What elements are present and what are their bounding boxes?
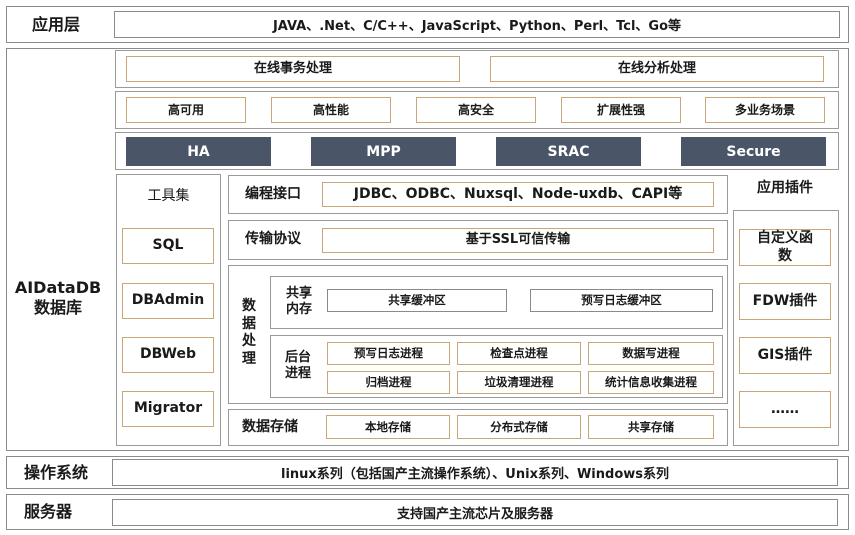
tools-title: 工具集	[147, 188, 190, 205]
dp-char-3: 处	[242, 333, 256, 349]
storage-distributed: 分布式存储	[457, 415, 581, 439]
sm-label-line1: 共享	[285, 285, 312, 301]
storage-label: 数据存储	[242, 418, 298, 435]
bg-label-line2: 进程	[284, 366, 311, 381]
plugin-udf-line2: 数	[778, 247, 792, 264]
cap-mpp: MPP	[311, 137, 456, 166]
cap-secure: Secure	[681, 137, 826, 166]
data-processing-label: 数 据 处 理	[236, 290, 262, 376]
plugin-fdw: FDW插件	[739, 283, 831, 320]
protocol-content: 基于SSL可信传输	[322, 228, 714, 253]
app-languages: JAVA、.Net、C/C++、JavaScript、Python、Perl、T…	[114, 11, 840, 38]
os-layer-title: 操作系统	[23, 462, 88, 482]
storage-local: 本地存储	[326, 415, 450, 439]
tool-dbadmin: DBAdmin	[122, 283, 214, 319]
dp-char-2: 据	[242, 315, 256, 332]
checkpointer: 检查点进程	[457, 342, 581, 365]
cap-ha: HA	[126, 137, 271, 166]
oltp-box: 在线事务处理	[126, 56, 460, 82]
server-content: 支持国产主流芯片及服务器	[112, 499, 838, 526]
wal-buffer: 预写日志缓冲区	[530, 289, 713, 312]
plugin-gis: GIS插件	[739, 337, 831, 374]
olap-box: 在线分析处理	[490, 56, 824, 82]
wal-writer: 预写日志进程	[327, 342, 450, 365]
bg-writer: 数据写进程	[588, 342, 714, 365]
plugin-udf: 自定义函 数	[739, 229, 831, 266]
plugins-title: 应用插件	[757, 180, 813, 197]
db-title: AIDataDB 数据库	[8, 270, 108, 326]
sm-label-line2: 内存	[285, 302, 312, 317]
feature-scale: 扩展性强	[561, 97, 681, 123]
feature-multi: 多业务场景	[705, 97, 825, 123]
shared-buffer: 共享缓冲区	[327, 289, 507, 312]
cap-srac: SRAC	[496, 137, 641, 166]
protocol-label: 传输协议	[245, 231, 301, 248]
background-label: 后台 进程	[276, 344, 320, 388]
interface-label: 编程接口	[245, 185, 301, 202]
os-content: linux系列（包括国产主流操作系统）、Unix系列、Windows系列	[112, 459, 838, 486]
autovacuum: 垃圾清理进程	[457, 371, 581, 394]
interface-content: JDBC、ODBC、Nuxsql、Node-uxdb、CAPI等	[322, 182, 714, 207]
storage-shared: 共享存储	[588, 415, 714, 439]
feature-ha: 高可用	[126, 97, 246, 123]
feature-sec: 高安全	[416, 97, 536, 123]
db-title-line1: AIDataDB	[14, 278, 102, 297]
shared-memory-label: 共享 内存	[276, 280, 322, 324]
dp-char-1: 数	[242, 298, 256, 314]
tool-dbweb: DBWeb	[122, 337, 214, 373]
server-layer-title: 服务器	[23, 502, 72, 521]
tool-sql: SQL	[122, 228, 214, 264]
bg-label-line1: 后台	[284, 349, 311, 365]
tool-migrator: Migrator	[122, 391, 214, 427]
dp-char-4: 理	[242, 350, 256, 367]
feature-perf: 高性能	[271, 97, 391, 123]
plugin-udf-line1: 自定义函	[757, 230, 813, 246]
stats-collector: 统计信息收集进程	[588, 371, 714, 394]
db-title-line2: 数据库	[33, 298, 82, 317]
plugin-more: ……	[739, 391, 831, 428]
archiver: 归档进程	[327, 371, 450, 394]
app-layer-title: 应用层	[31, 14, 80, 34]
